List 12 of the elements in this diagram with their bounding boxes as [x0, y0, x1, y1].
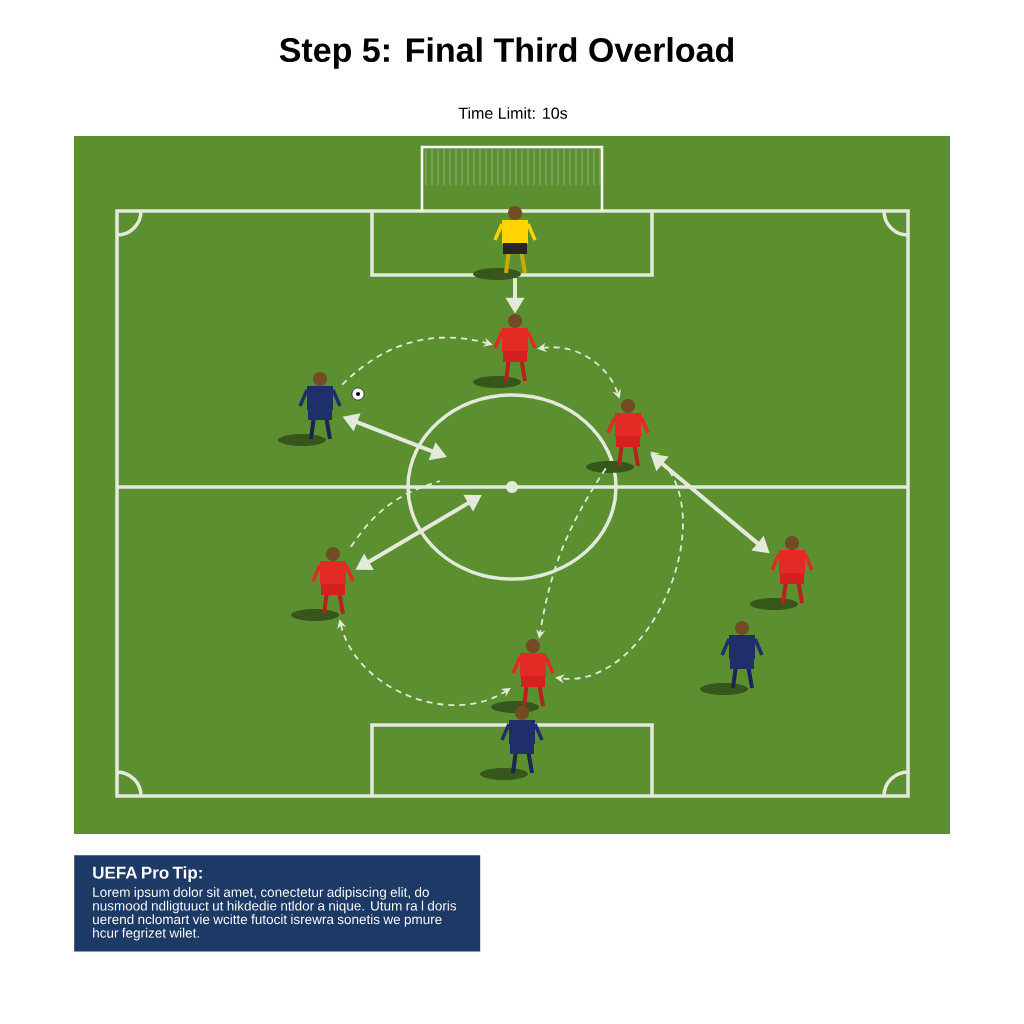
player-figure	[473, 314, 537, 388]
player-figure	[700, 621, 764, 695]
player-figure	[473, 206, 537, 280]
player-figure	[291, 547, 355, 621]
time-limit-label: Time Limit: 10s	[458, 107, 568, 119]
player-figure	[750, 536, 814, 610]
player-figure	[480, 706, 544, 780]
player-figure	[278, 372, 342, 446]
player-figure	[491, 639, 555, 713]
player-figure	[586, 399, 650, 473]
tip-box: UEFA Pro Tip: Lorem ipsum dolor sit amet, conectetur adipiscing elit, do nusmood ndligtuuct ut hikdedie ntldor a nique. Utum ra l doris uerend nclomart vie wcitte futocit isrewra sonetis we pmure hcur fegrizet wilet.	[74, 855, 481, 952]
title: Step 5: Final Third Overload	[279, 37, 734, 69]
